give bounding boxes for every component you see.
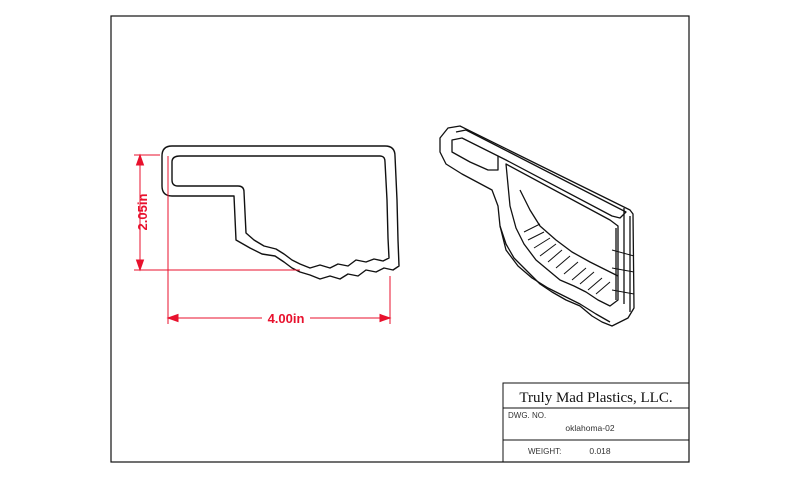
drawing-number-label: DWG. NO. xyxy=(508,411,546,420)
height-dimension-label: 2.05in xyxy=(135,194,150,231)
cutter-outline-outer xyxy=(161,145,400,280)
iso-wall-ridges xyxy=(523,223,611,295)
iso-inner-floor-edge xyxy=(519,189,619,277)
iso-base-edge xyxy=(499,225,611,323)
width-arrow-right xyxy=(379,313,392,323)
height-arrow-top xyxy=(135,153,145,166)
iso-outer-wall xyxy=(615,208,631,312)
iso-step-lines xyxy=(611,249,635,295)
weight-value: 0.018 xyxy=(589,446,611,456)
iso-rim-outer xyxy=(439,125,635,327)
width-arrow-left xyxy=(166,313,179,323)
title-block xyxy=(502,382,690,463)
iso-inner-wall xyxy=(505,163,619,307)
title-block-frame xyxy=(502,382,690,463)
cutter-isometric-view xyxy=(439,125,635,327)
cutter-top-view xyxy=(161,145,400,280)
weight-label: WEIGHT: xyxy=(528,447,561,456)
width-dimension-label: 4.00in xyxy=(268,311,305,326)
iso-rim-lip xyxy=(455,129,627,219)
drawing-number: oklahoma-02 xyxy=(565,423,614,433)
dimension-lines xyxy=(134,153,392,324)
cutter-outline-inner xyxy=(171,155,390,269)
sheet-border xyxy=(110,15,690,463)
height-arrow-bottom xyxy=(135,259,145,272)
company-name: Truly Mad Plastics, LLC. xyxy=(519,390,672,406)
iso-rim-inner xyxy=(451,137,499,171)
